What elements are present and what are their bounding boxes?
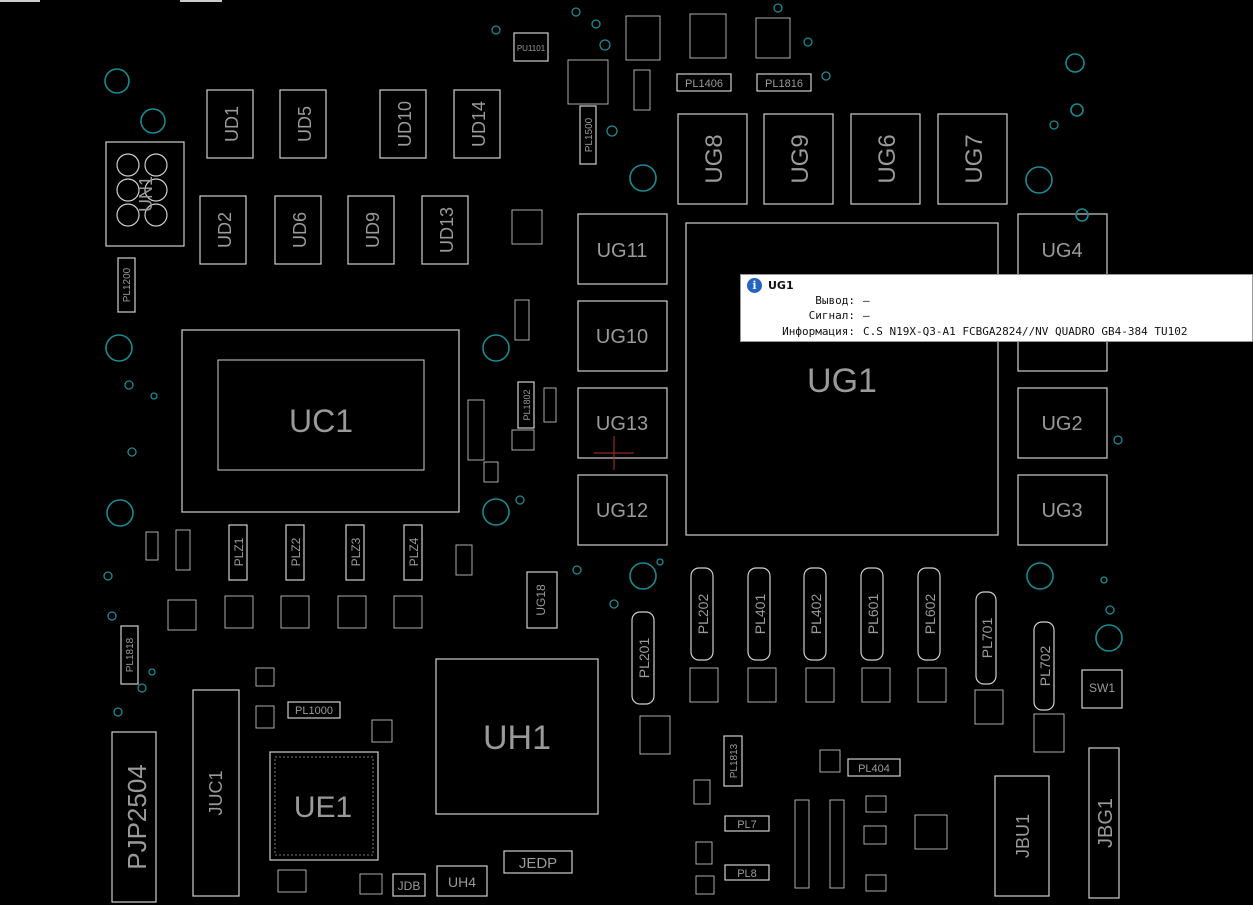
ug10-label: UG10: [596, 326, 648, 348]
signal-label: Сигнал:: [808, 309, 855, 322]
tooltip-header: i UG1: [747, 278, 794, 293]
pl1802-label: PL1802: [522, 389, 532, 420]
uh1-chip[interactable]: UH1: [435, 658, 599, 815]
pl1813-label: PL1813: [729, 743, 740, 778]
ud13-label: UD13: [437, 207, 457, 253]
pl1816-label: PL1816: [765, 78, 803, 90]
signal-value: —: [863, 309, 870, 322]
info-label: Информация:: [782, 325, 855, 338]
pl-small: PL1406 PL1816 PL1000 PL404 PL7 PL8 PL120…: [117, 73, 901, 881]
pl402-label: PL402: [808, 594, 824, 635]
pin-label: Вывод:: [815, 294, 855, 307]
connectors: PJP2504 JBG1 JEDP JDB UH4 SW1 JUC1 JBU1 …: [111, 32, 1123, 903]
ue1-chip[interactable]: UE1: [269, 751, 379, 861]
ug4-label: UG4: [1041, 240, 1082, 262]
plz1-label: PLZ1: [232, 537, 246, 566]
sw1-label: SW1: [1089, 681, 1115, 695]
ug11-label: UG11: [597, 240, 648, 262]
ug12-label: UG12: [596, 500, 648, 522]
plz2-label: PLZ2: [289, 537, 303, 566]
uc1-label: UC1: [289, 403, 353, 439]
uh1-label: UH1: [483, 719, 551, 757]
un1-module: UN1: [105, 141, 185, 247]
ud5-label: UD5: [295, 106, 315, 142]
ug18-label: UG18: [534, 584, 548, 616]
ug-memory-left: UG11 UG10 UG13 UG12: [577, 213, 668, 546]
pl701-label: PL701: [979, 618, 995, 659]
ug3-label: UG3: [1041, 500, 1082, 522]
un1-label: UN1: [136, 176, 156, 212]
ug13-label: UG13: [596, 413, 648, 435]
jdb-label: JDB: [398, 879, 421, 893]
info-value: C.S N19X-Q3-A1 FCBGA2824//NV QUADRO GB4-…: [863, 325, 1188, 338]
ug6-label: UG6: [874, 134, 901, 183]
jedp-label: JEDP: [519, 855, 557, 872]
ug7-label: UG7: [961, 134, 988, 183]
jbg1-label: JBG1: [1095, 798, 1117, 848]
tooltip-title: UG1: [768, 279, 794, 292]
pl202-label: PL202: [695, 594, 711, 635]
ug1-label: UG1: [807, 362, 877, 400]
pl8-label: PL8: [737, 868, 757, 880]
ud14-label: UD14: [469, 101, 489, 147]
component-info-tooltip: i UG1 Вывод: — Сигнал: — Информация: C.S N1…: [740, 274, 1253, 342]
pl1200-label: PL1200: [122, 267, 133, 302]
small-parts: [145, 13, 1065, 895]
pl7-label: PL7: [737, 819, 757, 831]
plz3-label: PLZ3: [349, 537, 363, 566]
pl1818-label: PL1818: [125, 637, 136, 672]
ud10-label: UD10: [395, 101, 415, 147]
ud2-label: UD2: [215, 212, 235, 248]
ug1-chip[interactable]: UG1: [685, 222, 999, 536]
jbu1-label: JBU1: [1013, 814, 1033, 858]
vias: [103, 3, 1123, 717]
pl1406-label: PL1406: [685, 78, 723, 90]
ud1-label: UD1: [222, 106, 242, 142]
plz-row: PLZ1 PLZ2 PLZ3 PLZ4: [228, 524, 423, 581]
plz4-label: PLZ4: [407, 537, 421, 566]
ud-memory-row1: UD1 UD5 UD10 UD14: [206, 89, 501, 159]
ug-memory-top: UG8 UG9 UG6 UG7: [677, 113, 1008, 205]
pl404-label: PL404: [858, 763, 890, 775]
uc1-chip[interactable]: UC1: [181, 329, 460, 513]
ue1-label: UE1: [294, 791, 352, 824]
juc1-label: JUC1: [206, 770, 226, 815]
ud6-label: UD6: [290, 212, 310, 248]
pjp2504-label: PJP2504: [122, 764, 152, 870]
ug2-label: UG2: [1041, 413, 1082, 435]
tooltip-row-info: Информация: C.S N19X-Q3-A1 FCBGA2824//NV …: [741, 325, 1188, 338]
pin-value: —: [863, 294, 870, 307]
pl702-label: PL702: [1037, 646, 1053, 687]
ug-memory-right: UG4 UG2 UG3: [1017, 213, 1108, 546]
pl-inductor-row: PL202 PL401 PL402 PL601 PL602 PL201 PL70…: [631, 567, 1055, 711]
ud-memory-row2: UD2 UD6 UD9 UD13: [199, 195, 469, 265]
ug9-label: UG9: [787, 134, 814, 183]
ud9-label: UD9: [363, 212, 383, 248]
pl601-label: PL601: [865, 594, 881, 635]
pl602-label: PL602: [922, 594, 938, 635]
tooltip-row-signal: Сигнал: —: [741, 309, 870, 322]
pu1101-label: PU1101: [517, 44, 546, 53]
pl201-label: PL201: [636, 638, 652, 679]
ug8-label: UG8: [701, 134, 728, 183]
pl1500-label: PL1500: [584, 117, 595, 152]
uh4-label: UH4: [448, 874, 476, 890]
tooltip-row-pin: Вывод: —: [741, 294, 870, 307]
pl1000-label: PL1000: [295, 705, 333, 717]
info-icon: i: [747, 278, 762, 293]
pl401-label: PL401: [752, 594, 768, 635]
